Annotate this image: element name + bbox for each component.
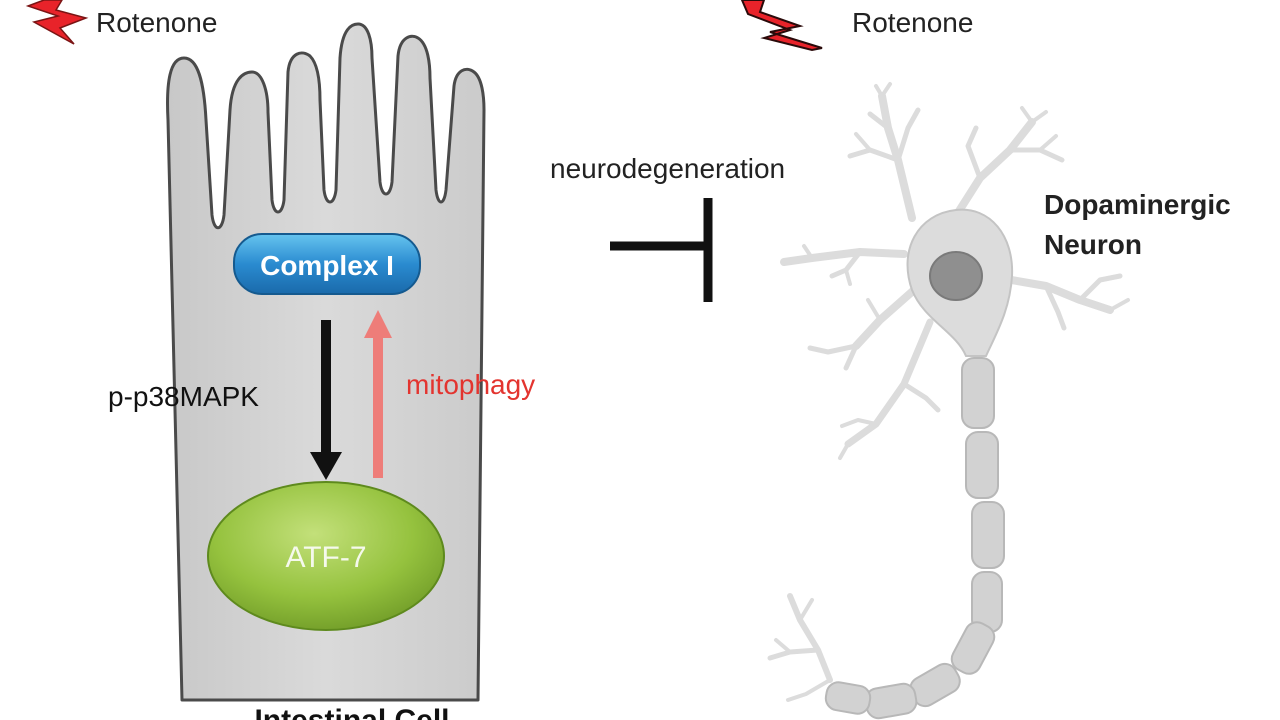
- complex-i-box: [233, 233, 421, 295]
- axon-terminal: [767, 593, 833, 702]
- atf-7: ATF-7: [207, 481, 445, 631]
- rotenone-left: Rotenone: [25, 0, 217, 45]
- intestinal-cell-label: Intestinal Cell: [254, 704, 449, 720]
- neurodegeneration-label: neurodegeneration: [550, 153, 785, 184]
- rotenone-right: Rotenone: [740, 0, 973, 52]
- neuron-label-line2: Neuron: [1044, 229, 1142, 260]
- complex-i-label: Complex I: [260, 250, 394, 281]
- neuron-nucleus: [929, 251, 983, 301]
- arrow-up-head-icon: [364, 310, 392, 338]
- neuron-axon: [824, 357, 1005, 720]
- rotenone-right-label: Rotenone: [852, 7, 973, 38]
- complex-i: Complex I: [233, 233, 421, 295]
- lightning-bolt-icon: [740, 0, 823, 52]
- atf-7-label: ATF-7: [285, 541, 366, 574]
- inhibition-bar-icon: [610, 198, 713, 302]
- neuron-label-line1: Dopaminergic: [1044, 189, 1231, 220]
- neuron-dendrites: [780, 82, 1130, 460]
- p38mapk-label: p-p38MAPK: [108, 381, 259, 412]
- lightning-bolt-icon: [25, 0, 89, 45]
- mitophagy-arrow: mitophagy: [364, 310, 535, 478]
- mitophagy-label: mitophagy: [406, 369, 535, 400]
- dopaminergic-neuron: Dopaminergic Neuron: [767, 82, 1231, 720]
- atf-7-ellipse: [207, 481, 445, 631]
- rotenone-left-label: Rotenone: [96, 7, 217, 38]
- p38mapk-arrow: p-p38MAPK: [108, 320, 342, 480]
- arrow-down-head-icon: [310, 452, 342, 480]
- neurodegeneration-inhibition: neurodegeneration: [550, 153, 785, 302]
